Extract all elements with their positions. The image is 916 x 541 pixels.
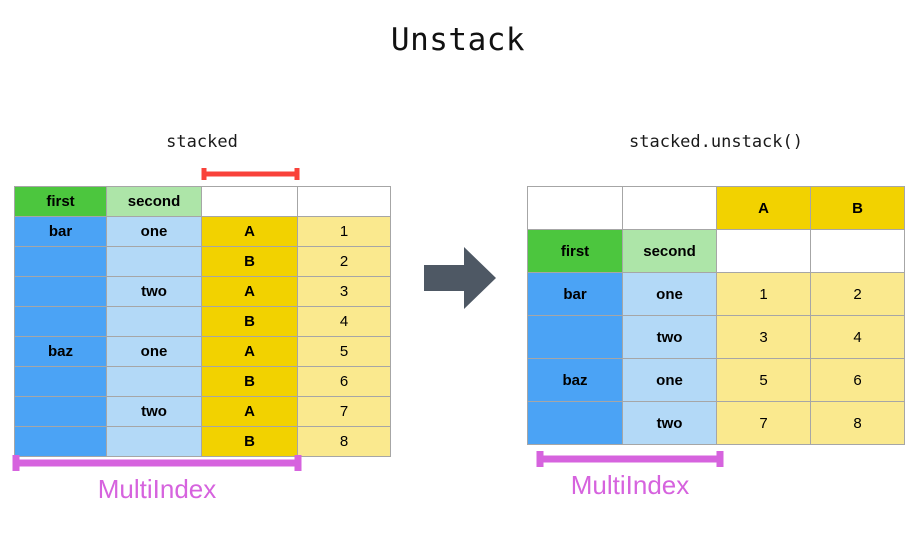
- cell-third: A: [201, 216, 298, 247]
- multiindex-label-left: MultiIndex: [97, 474, 217, 504]
- page-title: Unstack: [390, 22, 526, 58]
- table-column-header-row: A B: [527, 186, 905, 230]
- cell-value-A: 5: [716, 358, 811, 402]
- cell-first: [527, 315, 623, 359]
- index-name-blank-B: [810, 229, 905, 273]
- cell-first: baz: [527, 358, 623, 402]
- cell-value: 2: [297, 246, 391, 277]
- table-row: bar one A 1: [14, 216, 391, 247]
- index-name-blank-A: [716, 229, 811, 273]
- table-row: B 2: [14, 246, 391, 277]
- cell-second: [106, 306, 202, 337]
- cell-second: one: [622, 272, 717, 316]
- cell-value: 7: [297, 396, 391, 427]
- cell-value: 3: [297, 276, 391, 307]
- cell-value-B: 8: [810, 401, 905, 445]
- table-row: B 6: [14, 366, 391, 397]
- cell-second: two: [106, 276, 202, 307]
- right-arrow-icon: [424, 247, 496, 309]
- multiindex-label-right: MultiIndex: [570, 470, 690, 500]
- colheader-blank-2: [622, 186, 717, 230]
- cell-third: B: [201, 306, 298, 337]
- red-bracket-annotation: [201, 166, 300, 182]
- cell-third: A: [201, 336, 298, 367]
- cell-value-B: 2: [810, 272, 905, 316]
- table-row: B 4: [14, 306, 391, 337]
- cell-third: B: [201, 366, 298, 397]
- table-row: bar one 1 2: [527, 272, 905, 316]
- cell-first: [14, 396, 107, 427]
- table-row: two 7 8: [527, 401, 905, 445]
- cell-first: [14, 276, 107, 307]
- cell-value: 4: [297, 306, 391, 337]
- multiindex-annotation-left: MultiIndex: [12, 452, 302, 505]
- cell-third: B: [201, 426, 298, 457]
- cell-first: [14, 426, 107, 457]
- index-level-name-second: second: [622, 229, 717, 273]
- cell-second: two: [622, 315, 717, 359]
- cell-second: [106, 246, 202, 277]
- cell-value-A: 1: [716, 272, 811, 316]
- table-row: two A 7: [14, 396, 391, 427]
- cell-first: baz: [14, 336, 107, 367]
- index-level-name-first: first: [527, 229, 623, 273]
- cell-value: 1: [297, 216, 391, 247]
- cell-first: bar: [14, 216, 107, 247]
- table-row: two 3 4: [527, 315, 905, 359]
- cell-first: [14, 246, 107, 277]
- table-index-name-row: first second: [527, 229, 905, 273]
- cell-value-B: 4: [810, 315, 905, 359]
- right-table-caption: stacked.unstack(): [629, 132, 803, 152]
- index-level-name-first: first: [14, 186, 107, 217]
- cell-second: one: [106, 216, 202, 247]
- cell-third: B: [201, 246, 298, 277]
- cell-value: 6: [297, 366, 391, 397]
- colheader-B: B: [810, 186, 905, 230]
- table-header-row: first second: [14, 186, 391, 217]
- table-row: B 8: [14, 426, 391, 457]
- unstacked-table: A B first second bar one 1 2 two 3 4 baz…: [527, 186, 905, 445]
- left-table-caption: stacked: [166, 132, 238, 152]
- cell-second: two: [622, 401, 717, 445]
- cell-value: 8: [297, 426, 391, 457]
- cell-third: A: [201, 396, 298, 427]
- cell-value-B: 6: [810, 358, 905, 402]
- cell-second: one: [106, 336, 202, 367]
- cell-second: two: [106, 396, 202, 427]
- cell-first: [14, 306, 107, 337]
- cell-second: [106, 366, 202, 397]
- header-blank-value: [297, 186, 391, 217]
- colheader-blank-1: [527, 186, 623, 230]
- multiindex-annotation-right: MultiIndex: [536, 448, 724, 501]
- cell-first: [14, 366, 107, 397]
- cell-second: one: [622, 358, 717, 402]
- cell-first: bar: [527, 272, 623, 316]
- cell-first: [527, 401, 623, 445]
- stacked-table: first second bar one A 1 B 2 two A 3 B: [14, 186, 391, 457]
- header-blank-third: [201, 186, 298, 217]
- cell-value: 5: [297, 336, 391, 367]
- table-row: two A 3: [14, 276, 391, 307]
- cell-value-A: 3: [716, 315, 811, 359]
- index-level-name-second: second: [106, 186, 202, 217]
- cell-third: A: [201, 276, 298, 307]
- colheader-A: A: [716, 186, 811, 230]
- table-row: baz one A 5: [14, 336, 391, 367]
- table-row: baz one 5 6: [527, 358, 905, 402]
- cell-value-A: 7: [716, 401, 811, 445]
